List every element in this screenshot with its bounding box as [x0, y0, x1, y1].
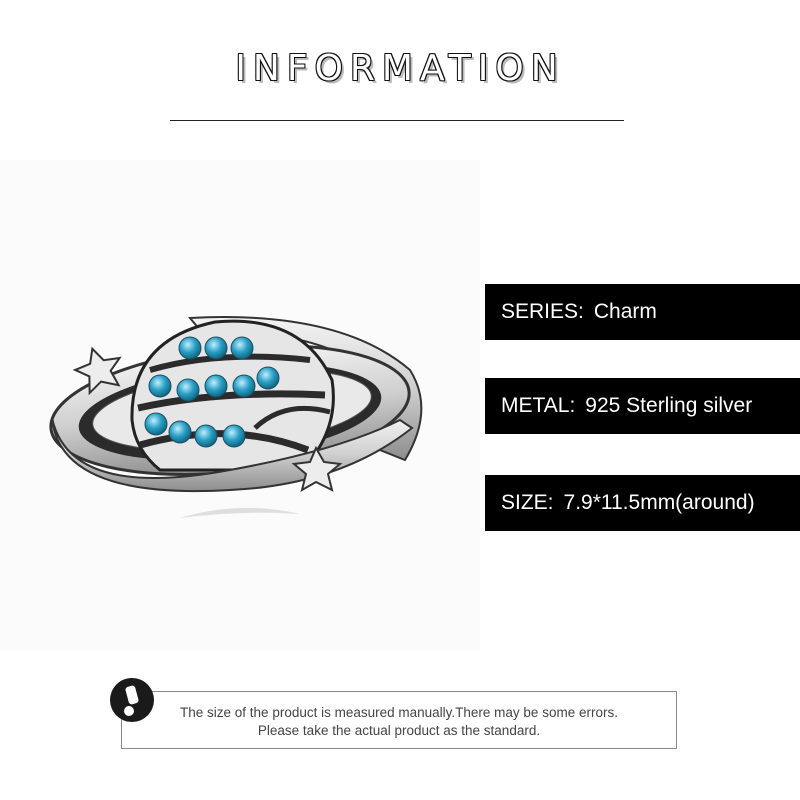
spec-size-value: 7.9*11.5mm(around) — [563, 491, 755, 514]
spec-size: SIZE: 7.9*11.5mm(around) — [485, 475, 800, 531]
page-title: INFORMATION — [235, 48, 565, 89]
notice-line-1: The size of the product is measured manu… — [180, 705, 618, 720]
spec-size-label: SIZE: — [501, 491, 554, 514]
spec-series-value: Charm — [593, 300, 657, 323]
planet-charm-image — [49, 316, 423, 518]
product-image-area — [0, 160, 480, 650]
spec-series: SERIES: Charm — [485, 284, 800, 340]
spec-metal-label: METAL: — [501, 394, 576, 417]
title-divider — [170, 120, 624, 121]
exclamation-icon — [110, 678, 154, 722]
spec-metal: METAL: 925 Sterling silver — [485, 378, 800, 434]
notice-line-2: Please take the actual product as the st… — [257, 723, 541, 738]
spec-metal-value: 925 Sterling silver — [585, 394, 753, 417]
notice-text: The size of the product is measured manu… — [122, 704, 676, 740]
notice-box: The size of the product is measured manu… — [121, 691, 677, 749]
spec-series-label: SERIES: — [501, 300, 584, 323]
